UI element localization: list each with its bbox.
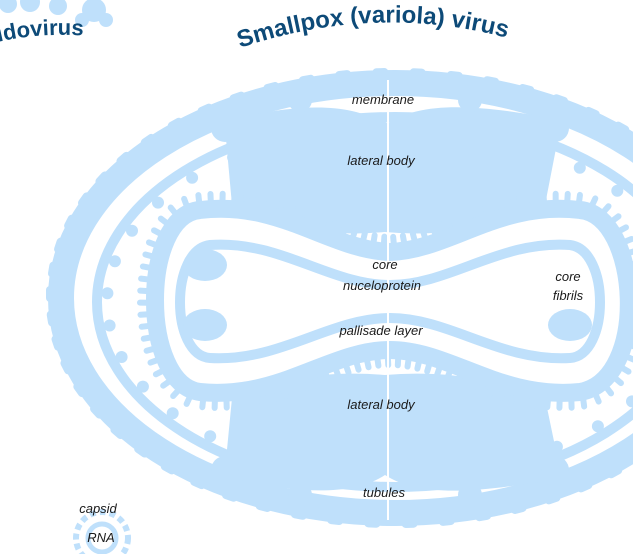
envelope-bump xyxy=(126,225,138,237)
label-nucleoprotein: nuceloprotein xyxy=(343,278,421,294)
envelope-bump xyxy=(574,162,586,174)
label-capsid: capsid xyxy=(79,501,117,517)
core-fibril-left-top xyxy=(183,249,227,281)
label-pallisade-layer: pallisade layer xyxy=(339,323,422,339)
envelope-bump xyxy=(109,255,121,267)
partial-virus-title: ridovirus xyxy=(0,15,84,49)
label-core: core xyxy=(372,257,397,273)
core-fibril-right xyxy=(548,309,592,341)
envelope-bump xyxy=(186,172,198,184)
label-tubules: tubules xyxy=(363,485,405,501)
virion xyxy=(46,68,633,528)
label-lateral-body-bottom: lateral body xyxy=(347,397,414,413)
envelope-bump xyxy=(167,407,179,419)
label-core-fibrils-line1: core xyxy=(555,269,580,285)
envelope-bump xyxy=(101,287,113,299)
label-core-fibrils-line2: fibrils xyxy=(553,288,583,304)
envelope-bump xyxy=(104,320,116,332)
envelope-bump xyxy=(611,185,623,197)
core-fibril-left-bottom xyxy=(183,309,227,341)
label-lateral-body-top: lateral body xyxy=(347,153,414,169)
envelope-bump xyxy=(626,395,633,407)
label-rna: RNA xyxy=(87,530,114,546)
envelope-bump xyxy=(137,381,149,393)
page-title: Smallpox (variola) virus xyxy=(234,1,512,53)
envelope-bump xyxy=(204,430,216,442)
envelope-bump xyxy=(592,420,604,432)
envelope-bump xyxy=(116,351,128,363)
envelope-bump xyxy=(152,197,164,209)
label-membrane: membrane xyxy=(352,92,414,108)
